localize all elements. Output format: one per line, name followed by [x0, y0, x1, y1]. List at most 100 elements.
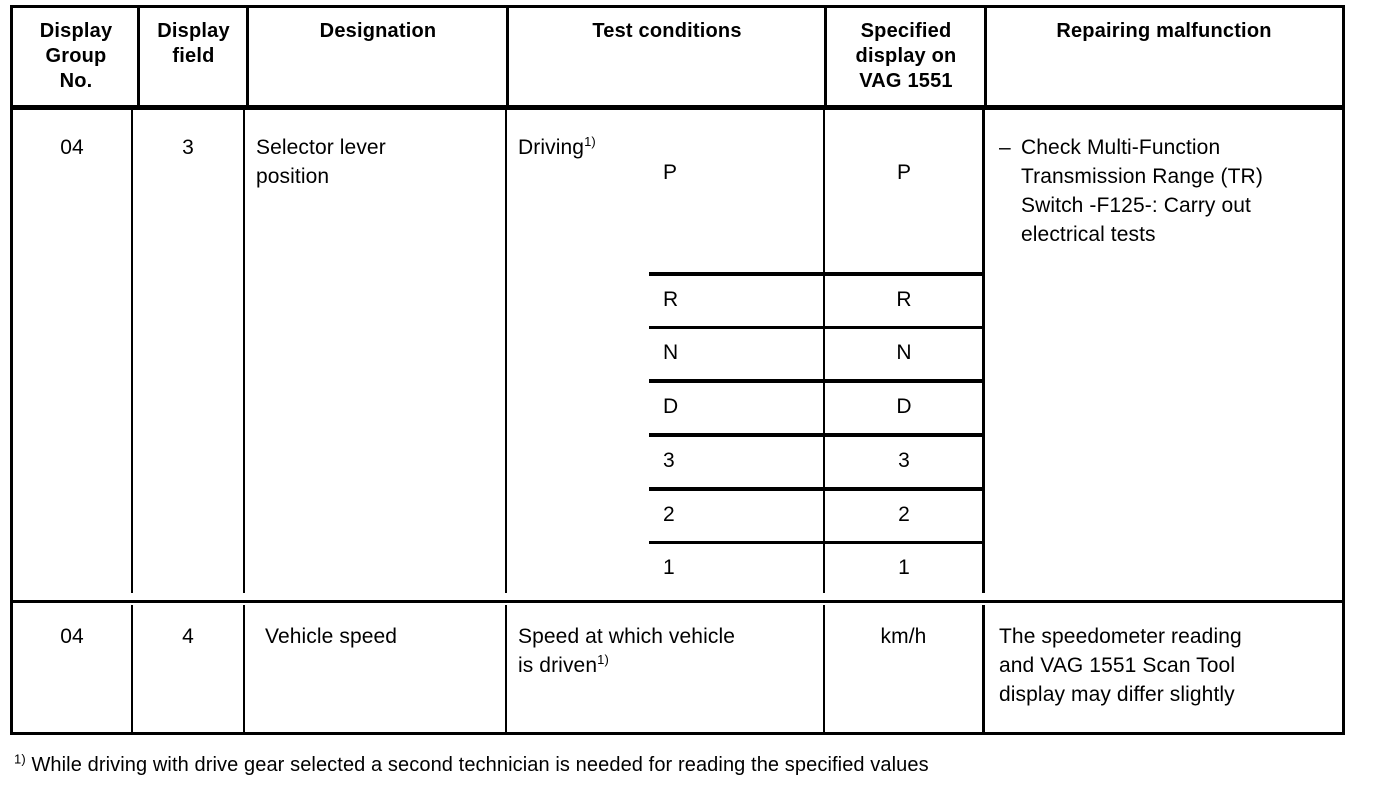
cell-test-conditions-heading: Driving1): [507, 119, 823, 159]
column-divider-5: [982, 605, 985, 732]
header-line: Display: [39, 20, 113, 42]
footnote-marker: 1): [14, 751, 26, 767]
header-line: Test conditions: [592, 20, 742, 42]
designation-line: position: [256, 165, 330, 188]
header-line: VAG 1551: [859, 70, 953, 92]
subcell-specified-gear-r: R: [826, 276, 982, 324]
table-header-row: Display Group No. Display field Designat…: [13, 8, 1342, 110]
value-display-field: 4: [182, 625, 194, 648]
specification-table: Display Group No. Display field Designat…: [10, 5, 1345, 735]
column-divider-4: [823, 110, 825, 593]
gear-value: D: [663, 395, 679, 418]
column-divider-4: [823, 605, 825, 732]
cell-display-group-no: 04: [13, 608, 131, 648]
header-line: Designation: [319, 20, 437, 42]
gear-value: N: [896, 341, 912, 364]
value-display-field: 3: [182, 136, 194, 159]
subcell-test-gear-r: R: [651, 276, 821, 324]
footnote-text: While driving with drive gear selected a…: [31, 754, 929, 776]
subrow-rule: [649, 433, 982, 437]
repair-line: electrical tests: [1021, 223, 1156, 246]
header-divider: [824, 8, 827, 105]
cell-display-field: 3: [133, 119, 243, 159]
gear-value: P: [663, 161, 678, 184]
cell-repairing-malfunction: – Check Multi-Function Transmission Rang…: [985, 119, 1342, 259]
column-header-display-group-no: Display Group No.: [13, 8, 139, 105]
test-condition-heading: Driving: [518, 136, 585, 159]
cell-display-field: 4: [133, 608, 243, 648]
subcell-test-gear-d: D: [651, 383, 821, 431]
column-divider-3: [505, 110, 507, 593]
subcell-specified-gear-d: D: [826, 383, 982, 431]
repair-line: Switch -F125-: Carry out: [1021, 194, 1251, 217]
value-display-group-no: 04: [60, 136, 84, 159]
designation-line: Selector lever: [256, 136, 386, 159]
subcell-test-gear-n: N: [651, 329, 821, 377]
footnote: 1) While driving with drive gear selecte…: [14, 752, 1354, 778]
subcell-test-gear-2: 2: [651, 491, 821, 539]
header-line: Group: [45, 45, 107, 67]
gear-value: 1: [898, 556, 910, 579]
subcell-test-gear-3: 3: [651, 437, 821, 485]
cell-test-conditions: Speed at which vehicle is driven1): [507, 608, 823, 688]
designation-line: Vehicle speed: [265, 625, 398, 648]
gear-value: 2: [898, 503, 910, 526]
subrow-rule: [649, 272, 982, 276]
gear-value: 2: [663, 503, 675, 526]
header-divider: [506, 8, 509, 105]
row-separator: [13, 600, 1342, 603]
header-line: No.: [59, 70, 93, 92]
column-header-display-field: Display field: [139, 8, 248, 105]
gear-value: N: [663, 341, 679, 364]
header-divider: [137, 8, 140, 105]
header-line: Specified: [860, 20, 952, 42]
subcell-test-gear-1: 1: [651, 544, 821, 592]
cell-designation: Selector lever position: [245, 119, 505, 189]
subcell-specified-gear-1: 1: [826, 544, 982, 592]
bullet-dash: –: [999, 136, 1011, 159]
repair-line: The speedometer reading: [999, 625, 1242, 648]
gear-value: 1: [663, 556, 675, 579]
column-header-specified-display: Specified display on VAG 1551: [826, 8, 986, 105]
repair-line: Check Multi-Function: [1021, 136, 1221, 159]
cell-designation: Vehicle speed: [245, 608, 505, 678]
header-divider: [246, 8, 249, 105]
test-condition-line: Speed at which vehicle: [518, 625, 735, 648]
subrow-rule: [649, 379, 982, 383]
column-header-designation: Designation: [248, 8, 508, 105]
footnote-ref: 1): [597, 652, 609, 667]
gear-value: D: [896, 395, 912, 418]
column-header-repairing-malfunction: Repairing malfunction: [986, 8, 1342, 105]
gear-value: R: [663, 288, 679, 311]
test-condition-line: is driven: [518, 654, 598, 677]
header-divider: [984, 8, 987, 105]
column-divider-1: [131, 110, 133, 593]
column-divider-2: [243, 605, 245, 732]
column-divider-3: [505, 605, 507, 732]
gear-value: 3: [663, 449, 675, 472]
gear-value: 3: [898, 449, 910, 472]
column-header-test-conditions: Test conditions: [508, 8, 826, 105]
subcell-specified-gear-p: P: [826, 148, 982, 198]
header-line: display on: [855, 45, 957, 67]
column-divider-5: [982, 110, 985, 593]
value-specified-display: km/h: [880, 625, 927, 648]
subcell-test-gear-p: P: [651, 148, 821, 198]
cell-specified-display: km/h: [825, 608, 982, 648]
header-line: Display: [157, 20, 230, 42]
gear-value: R: [896, 288, 912, 311]
cell-repairing-malfunction: The speedometer reading and VAG 1551 Sca…: [985, 608, 1342, 718]
subrow-rule: [649, 541, 982, 544]
subcell-specified-gear-n: N: [826, 329, 982, 377]
subcell-specified-gear-3: 3: [826, 437, 982, 485]
gear-value: P: [896, 161, 911, 184]
subrow-rule: [649, 326, 982, 329]
header-line: field: [172, 45, 215, 67]
repair-line: display may differ slightly: [999, 683, 1235, 706]
value-display-group-no: 04: [60, 625, 84, 648]
footnote-ref: 1): [584, 134, 596, 149]
repair-line: and VAG 1551 Scan Tool: [999, 654, 1236, 677]
repair-line: Transmission Range (TR): [1021, 165, 1263, 188]
subcell-specified-gear-2: 2: [826, 491, 982, 539]
subrow-rule: [649, 487, 982, 491]
